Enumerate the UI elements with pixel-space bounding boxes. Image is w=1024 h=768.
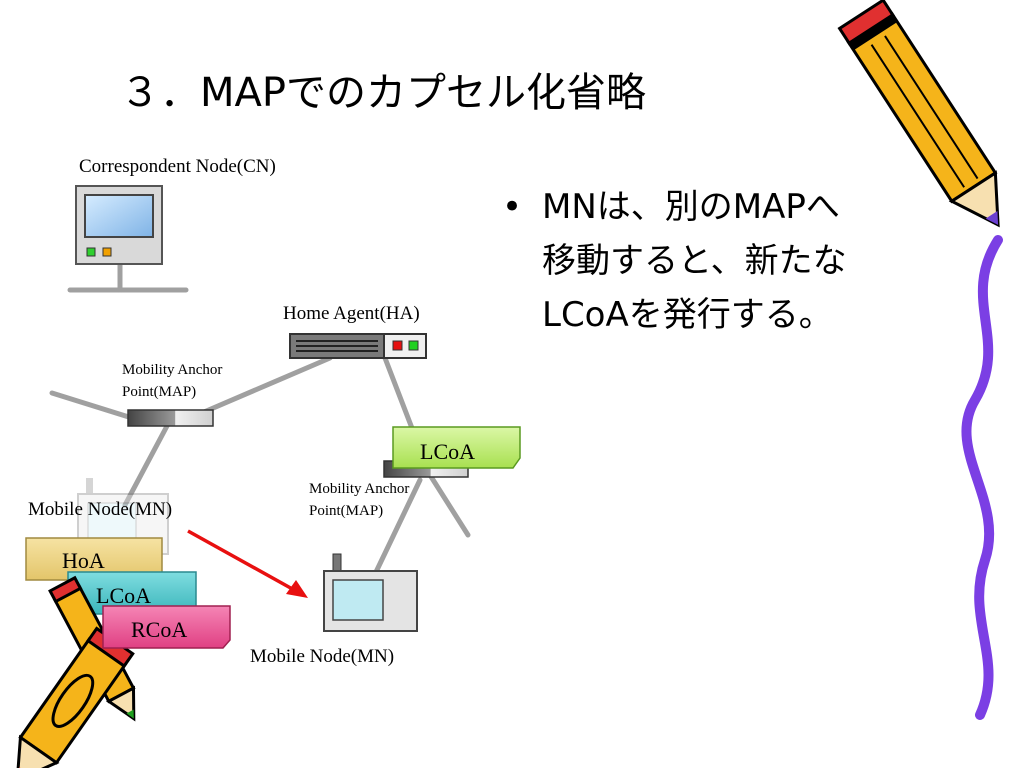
new-lcoa-tag-label: LCoA — [420, 439, 475, 464]
bullet-line-2: 移動すると、新たな — [542, 241, 847, 281]
mn-new-label: Mobile Node(MN) — [250, 646, 394, 667]
map-right-label-2: Point(MAP) — [309, 503, 383, 519]
hoa-tag: HoA — [25, 537, 163, 581]
movement-arrow — [187, 529, 308, 598]
map-left-label-2: Point(MAP) — [122, 384, 196, 400]
lcoa-tag: LCoA — [67, 571, 197, 615]
rcoa-tag-label: RCoA — [131, 617, 187, 642]
pc-icon — [75, 185, 163, 265]
ha-label: Home Agent(HA) — [283, 303, 420, 324]
rcoa-tag: RCoA — [102, 605, 231, 649]
hoa-tag-label: HoA — [62, 548, 105, 573]
bullet-marker: • — [502, 187, 522, 227]
slide-title: ３．MAPでのカプセル化省略 — [120, 70, 646, 116]
lcoa-tag-label: LCoA — [96, 583, 151, 608]
mn-old-label: Mobile Node(MN) — [28, 499, 172, 520]
bullet-line-1: MNは、別のMAPへ — [542, 187, 840, 227]
map-left-label-1: Mobility Anchor — [122, 362, 222, 378]
map-left-router-icon — [127, 409, 214, 427]
pencil-icon — [837, 0, 1000, 228]
mobile-node-new-icon — [323, 553, 418, 632]
bullet-line-3: LCoAを発行する。 — [542, 295, 833, 335]
router-icon — [289, 333, 427, 359]
new-lcoa-tag: LCoA — [392, 426, 521, 469]
map-right-label-1: Mobility Anchor — [309, 481, 409, 497]
cn-label: Correspondent Node(CN) — [79, 156, 276, 177]
squiggle-decoration — [961, 235, 1003, 720]
